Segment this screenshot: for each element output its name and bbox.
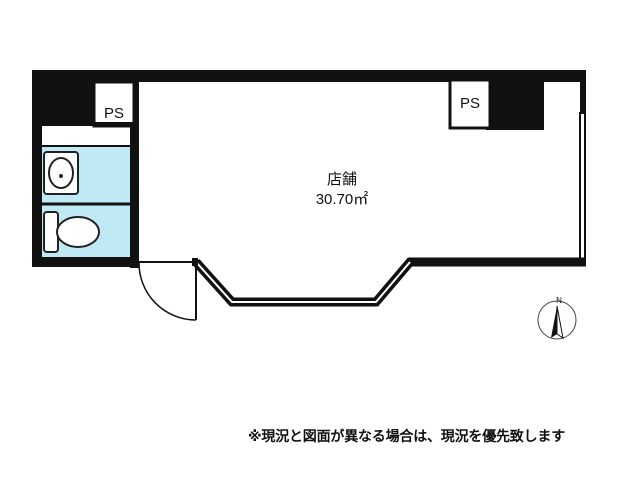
- ps-box-left-border: [92, 80, 136, 128]
- wall-bottom-bay-inner: [195, 261, 411, 303]
- toilet-icon: [43, 211, 100, 253]
- wall-partition: [130, 70, 139, 268]
- window: [579, 112, 586, 258]
- wall-left: [32, 70, 42, 266]
- wall-top: [32, 70, 586, 82]
- compass-letter: N: [556, 296, 562, 305]
- wall-ps-left-bottom: [40, 122, 134, 126]
- compass-icon: N: [537, 296, 577, 340]
- ps-label-left: PS: [104, 105, 124, 122]
- room-area: 30.70㎡: [316, 191, 369, 208]
- ps-shaft-left: [32, 70, 96, 122]
- ps-shaft-right: [486, 70, 544, 130]
- disclaimer-note: ※現況と図面が異なる場合は、現況を優先致します: [248, 429, 566, 445]
- sink-icon: [43, 151, 79, 195]
- room-name: 店舗: [327, 170, 357, 188]
- ps-box-right-border: [448, 78, 492, 130]
- wall-bottom-bay: [192, 257, 586, 307]
- ps-label-right: PS: [460, 95, 480, 112]
- wall-right-top: [580, 70, 586, 114]
- wall-bottom-left: [32, 257, 138, 267]
- door-swing-icon: [138, 258, 198, 321]
